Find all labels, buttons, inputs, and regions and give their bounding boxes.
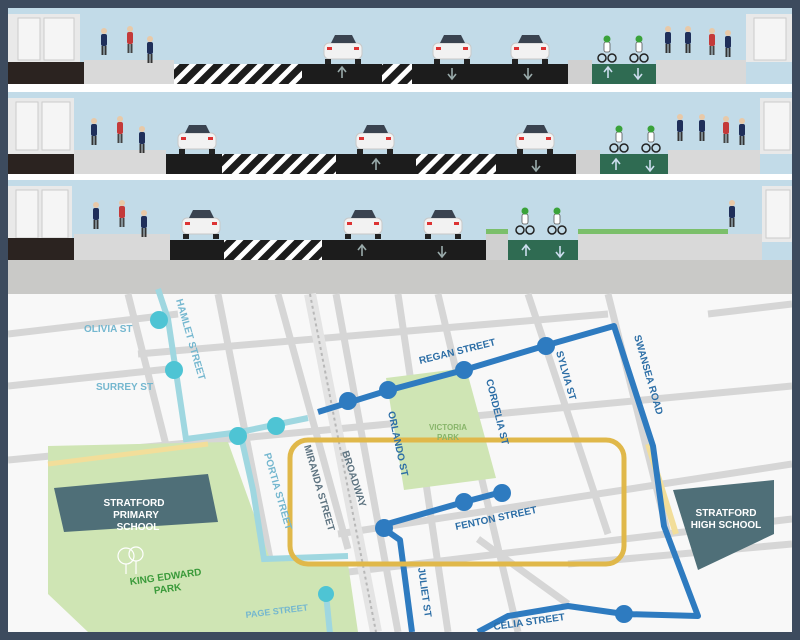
section-divider xyxy=(8,260,792,294)
street-plan-figure: OLIVIA ST SURREY ST HAMLET STREET PORTIA… xyxy=(8,8,792,632)
label-king-edward-park-2: PARK xyxy=(153,582,183,597)
victoria-park xyxy=(386,368,496,490)
label-primary-school-1: STRATFORD xyxy=(104,498,165,509)
label-surrey-st: SURREY ST xyxy=(96,382,153,393)
label-primary-school-2: PRIMARY xyxy=(113,510,159,521)
bike-lane xyxy=(592,64,656,84)
cross-section-existing xyxy=(8,8,792,84)
footpath-right xyxy=(656,60,746,84)
footpath-left xyxy=(84,60,174,84)
label-high-school-1: STRATFORD xyxy=(696,508,757,519)
high-school-building xyxy=(673,480,774,570)
label-victoria-park-1: VICTORIA xyxy=(429,423,467,432)
cross-section-option-2 xyxy=(8,180,792,260)
label-olivia-st: OLIVIA ST xyxy=(84,324,133,335)
hatched-median xyxy=(174,64,302,84)
tree-icon xyxy=(117,546,144,574)
cross-section-option-1 xyxy=(8,92,792,174)
label-high-school-2: HIGH SCHOOL xyxy=(691,520,762,531)
label-victoria-park-2: PARK xyxy=(437,433,459,442)
label-primary-school-3: SCHOOL xyxy=(117,522,160,533)
route-stop[interactable] xyxy=(150,311,168,329)
primary-school-building xyxy=(54,474,218,532)
route-map: OLIVIA ST SURREY ST HAMLET STREET PORTIA… xyxy=(8,288,792,632)
highlight-box xyxy=(287,437,627,567)
figure-frame: OLIVIA ST SURREY ST HAMLET STREET PORTIA… xyxy=(8,8,792,632)
